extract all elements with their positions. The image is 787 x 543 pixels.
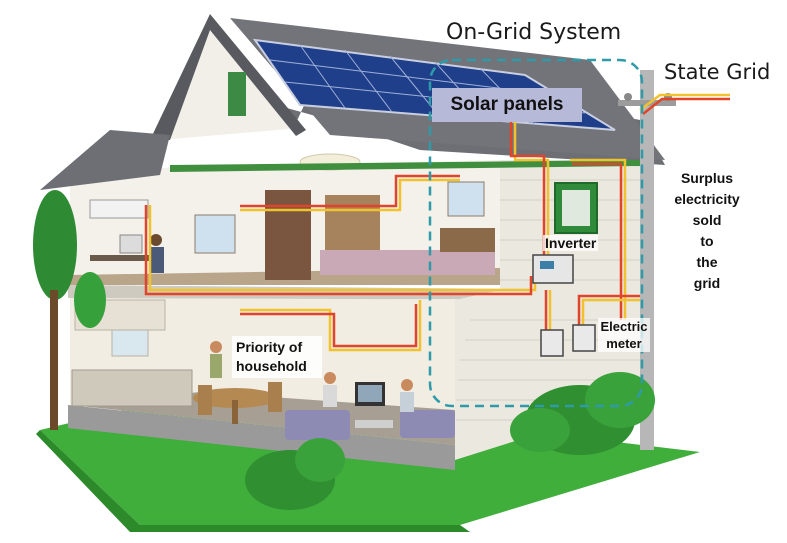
surplus-line: grid <box>693 275 721 291</box>
meter-line: Electric <box>600 319 648 334</box>
priority-line: household <box>236 358 307 374</box>
meter-box <box>572 324 596 352</box>
kitchen-counter <box>71 369 193 407</box>
priority-line: Priority of <box>236 339 303 355</box>
pole-crossarm <box>618 100 676 106</box>
desk <box>90 255 162 261</box>
utility-pole <box>640 70 654 450</box>
tv-screen <box>358 385 382 402</box>
diagram-title: On-Grid System <box>446 20 622 45</box>
bedroom-window <box>194 214 236 254</box>
shrub <box>245 438 345 510</box>
surplus-line: to <box>700 233 714 249</box>
person-head <box>324 372 336 384</box>
dining-table-leg <box>232 400 238 424</box>
surplus-line: the <box>696 254 718 270</box>
side-window-glass <box>562 190 590 226</box>
state-grid-label: State Grid <box>664 60 771 84</box>
coffee-table <box>355 420 393 428</box>
sofa <box>285 410 350 440</box>
lower-roof <box>40 130 170 190</box>
person-head <box>150 234 162 246</box>
surplus-line: electricity <box>674 191 740 207</box>
computer-monitor <box>119 234 143 254</box>
on-grid-boundary <box>428 58 644 408</box>
sofa <box>400 410 455 438</box>
electric-meter-label: Electric meter <box>598 318 650 352</box>
roof-front-edge <box>150 14 306 140</box>
solar-panels-label: Solar panels <box>432 88 582 122</box>
surplus-line: Surplus <box>680 170 734 186</box>
person-body <box>400 392 414 412</box>
person-body <box>150 247 164 273</box>
person-head <box>210 341 222 353</box>
foundation <box>68 405 455 470</box>
surplus-electricity-label: Surplus electricity sold to the grid <box>664 168 750 294</box>
inverter-label: Inverter <box>543 235 599 251</box>
bedroom-window <box>447 181 485 217</box>
left-tree <box>33 190 77 430</box>
green-trim <box>170 160 640 172</box>
person-body <box>210 354 222 378</box>
wiring <box>144 93 730 352</box>
person-head <box>401 379 413 391</box>
shrub <box>510 372 655 455</box>
door <box>265 190 311 280</box>
dining-table <box>193 388 277 408</box>
air-conditioner <box>89 199 149 219</box>
dining-chair <box>268 382 282 412</box>
meter-line: meter <box>606 336 642 351</box>
pole-insulator <box>624 93 632 101</box>
gable-vent <box>228 72 246 116</box>
surplus-line: sold <box>692 212 722 228</box>
priority-of-household-label: Priority of household <box>232 336 322 378</box>
person-body <box>323 385 337 407</box>
bed-headboard <box>440 228 495 252</box>
shrub <box>74 272 106 328</box>
bed <box>320 250 495 275</box>
kitchen-window <box>111 329 149 357</box>
dining-chair <box>198 385 212 415</box>
inverter-display <box>540 261 554 269</box>
meter-box <box>540 329 564 357</box>
